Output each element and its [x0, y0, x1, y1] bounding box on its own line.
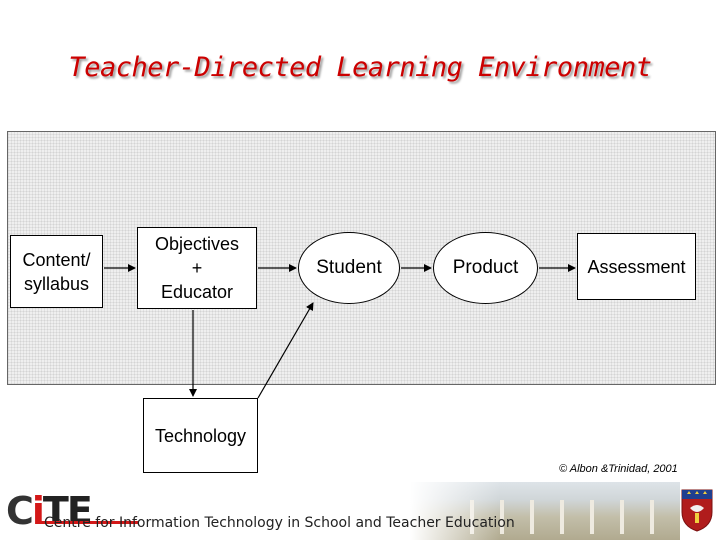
- technology-box: Technology: [143, 398, 258, 473]
- logo-letter-i: i: [31, 489, 45, 533]
- photo-column: [620, 500, 624, 534]
- logo-underline: [38, 521, 138, 524]
- copyright-note: © Albon &Trinidad, 2001: [559, 463, 678, 475]
- logo-letter-c: C: [6, 489, 34, 533]
- student-ellipse: Student: [298, 232, 400, 304]
- photo-column: [590, 500, 594, 534]
- centre-name: Centre for Information Technology in Sch…: [44, 515, 515, 531]
- logo-letters-te: TE: [42, 489, 93, 533]
- photo-column: [530, 500, 534, 534]
- photo-column: [650, 500, 654, 534]
- product-ellipse: Product: [433, 232, 538, 304]
- content-syllabus-box: Content/ syllabus: [10, 235, 103, 308]
- photo-column: [500, 500, 504, 534]
- arrow-technology-to-student: [257, 302, 314, 399]
- objectives-educator-box: Objectives + Educator: [137, 227, 257, 309]
- assessment-box: Assessment: [577, 233, 696, 300]
- photo-fade: [410, 482, 500, 540]
- university-crest-icon: [681, 489, 713, 532]
- slide-title: Teacher-Directed Learning Environment: [68, 52, 652, 83]
- photo-column: [560, 500, 564, 534]
